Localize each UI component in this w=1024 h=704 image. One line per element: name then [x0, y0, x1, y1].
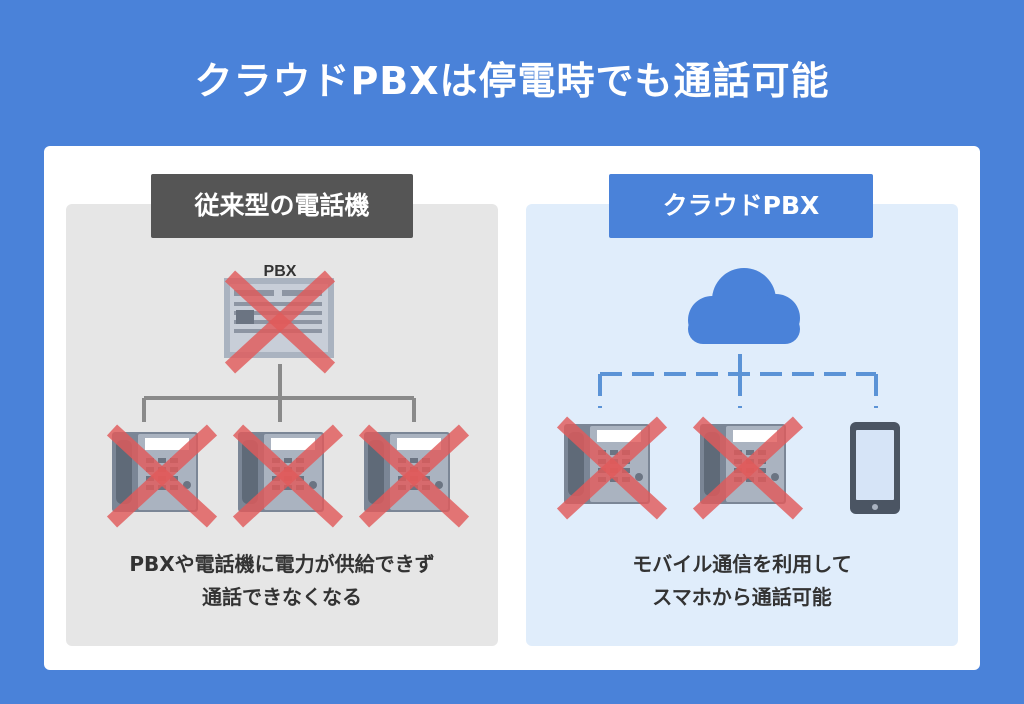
comparison-diagram: PBX [44, 263, 900, 670]
wireless-connection-lines [598, 354, 878, 408]
left-caption-line1: PBXや電話機に電力が供給できず [129, 552, 435, 576]
cloud-icon [688, 268, 800, 344]
right-caption-line1: モバイル通信を利用して [632, 552, 852, 576]
left-panel [66, 204, 498, 646]
wired-connection-lines [142, 364, 416, 422]
left-caption: PBXや電話機に電力が供給できず 通話できなくなる [66, 548, 498, 614]
smartphone-icon [850, 422, 900, 514]
left-caption-line2: 通話できなくなる [202, 585, 362, 609]
left-panel-tag: 従来型の電話機 [151, 174, 413, 238]
right-caption-line2: スマホから通話可能 [652, 585, 832, 609]
page-title: クラウドPBXは停電時でも通話可能 [194, 59, 830, 103]
right-caption: モバイル通信を利用して スマホから通話可能 [526, 548, 958, 614]
pbx-label: PBX [264, 263, 297, 280]
content-card: PBX [44, 146, 980, 670]
right-panel-tag: クラウドPBX [609, 174, 873, 238]
